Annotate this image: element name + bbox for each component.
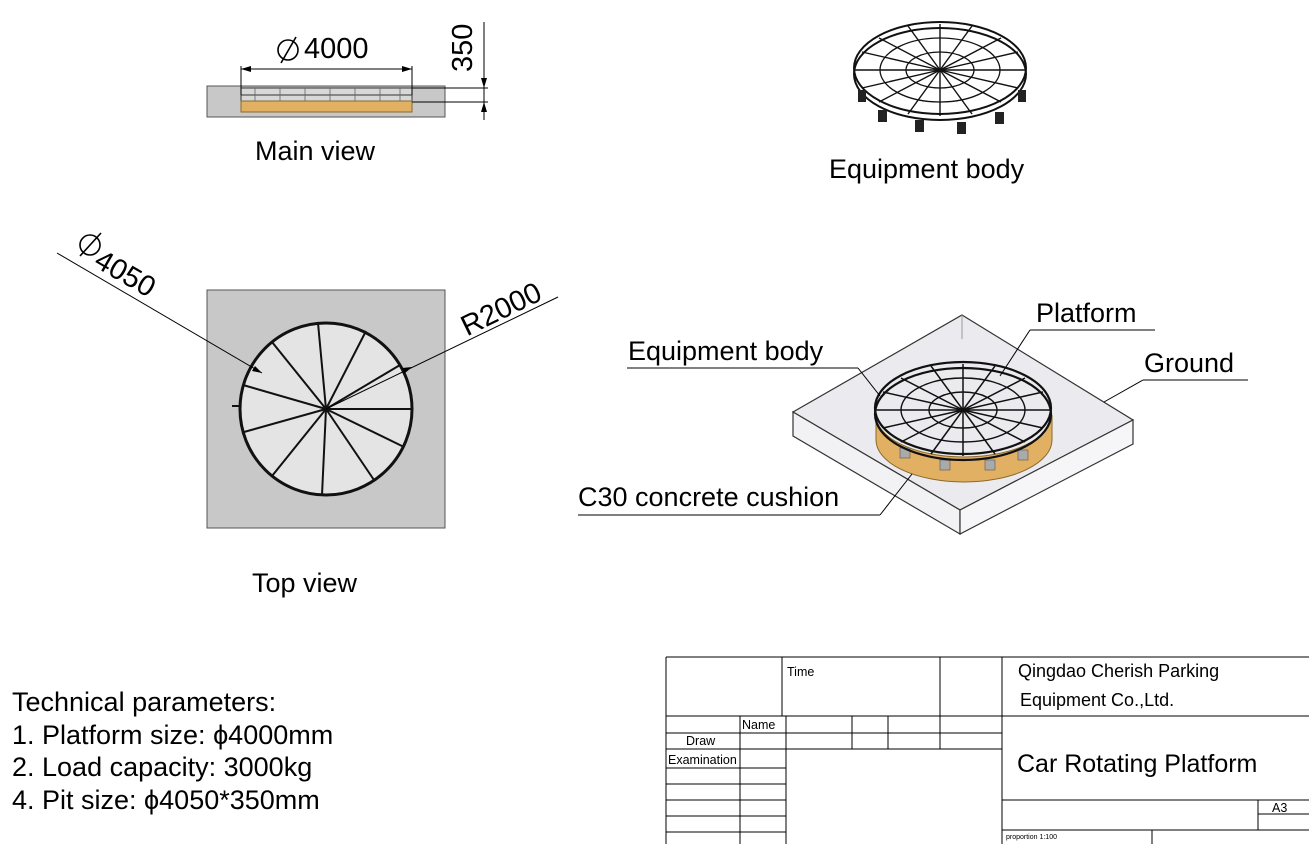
examination-label: Examination — [668, 753, 737, 767]
technical-title: Technical parameters: — [12, 687, 277, 717]
diameter-symbol-icon — [277, 36, 299, 64]
main-view-caption: Main view — [255, 136, 376, 166]
technical-item: 2. Load capacity: 3000kg — [12, 752, 313, 782]
technical-item: 1. Platform size: ϕ4000mm — [12, 719, 334, 750]
name-label: Name — [742, 718, 776, 732]
drawing-title: Car Rotating Platform — [1017, 750, 1258, 778]
main-view-diameter-label: 4000 — [304, 33, 369, 65]
proportion-label: proportion 1:100 — [1006, 834, 1057, 841]
company-name-line1: Qingdao Cherish Parking — [1018, 661, 1220, 681]
equipment-body-label: Equipment body — [628, 336, 824, 366]
cushion-label: C30 concrete cushion — [578, 482, 840, 512]
ground-label: Ground — [1144, 348, 1235, 378]
company-name-line2: Equipment Co.,Ltd. — [1020, 690, 1175, 710]
technical-parameters: Technical parameters: 1. Platform size: … — [12, 686, 333, 816]
sheet-size: A3 — [1272, 801, 1288, 815]
diameter-symbol-icon — [79, 232, 102, 257]
draw-label: Draw — [686, 734, 716, 748]
technical-item: 4. Pit size: ϕ4050*350mm — [12, 784, 320, 815]
concrete-cushion — [875, 414, 1053, 483]
top-view-caption: Top view — [252, 568, 358, 598]
time-label: Time — [787, 665, 815, 679]
equipment-body-caption: Equipment body — [829, 154, 1025, 184]
platform-label: Platform — [1036, 298, 1137, 328]
